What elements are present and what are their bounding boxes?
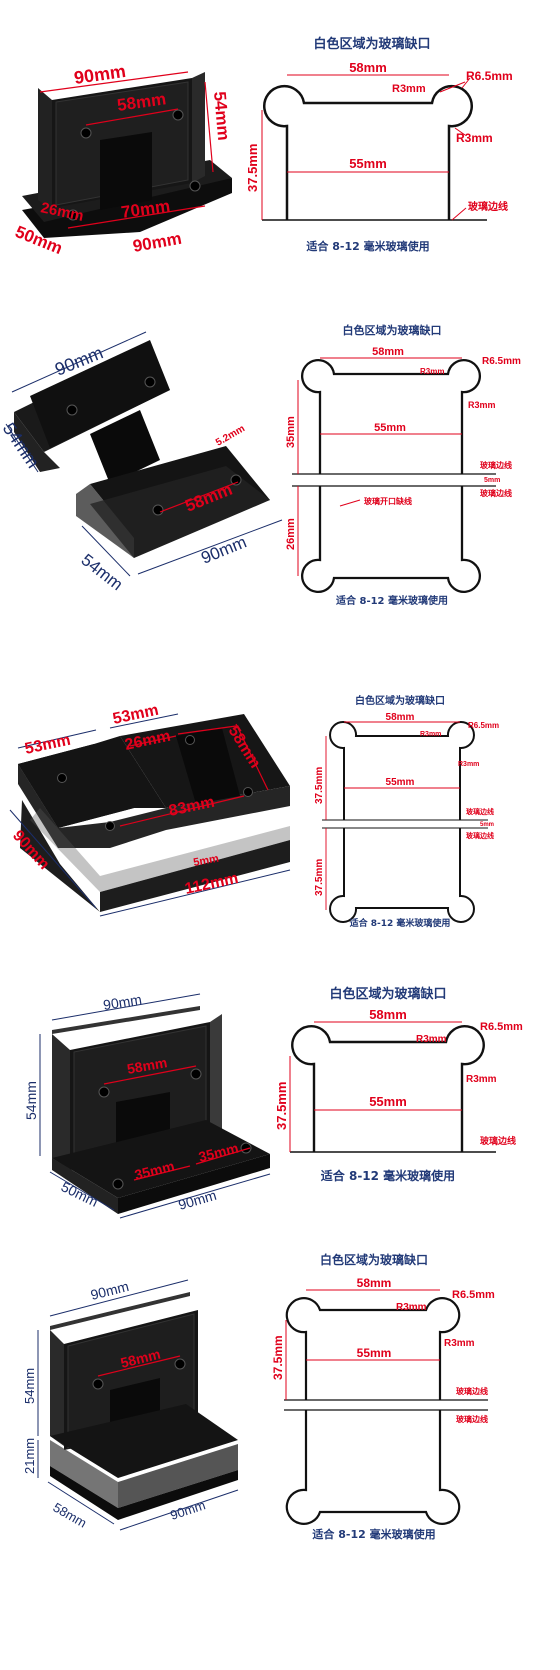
dim-58mm: 58mm — [369, 1007, 407, 1022]
glass-edge-label-2: 玻璃边线 — [480, 488, 512, 498]
panel-3-svg: 53mm 53mm 26mm 58mm 83mm 90mm 5mm 112mm … — [9, 694, 499, 929]
label-90mm: 90mm — [73, 61, 127, 88]
label-53mm-b: 53mm — [111, 702, 160, 728]
diagram-title: 白色区域为玻璃缺口 — [343, 323, 442, 337]
cutout-diagram-3 — [322, 721, 488, 923]
label-5-2mm: 5.2mm — [214, 423, 247, 448]
hinge-product-2 — [14, 340, 270, 558]
dim-r3mm-a: R3mm — [420, 731, 441, 738]
label-54mm: 54mm — [23, 1081, 39, 1120]
dim-r3mm-a: R3mm — [392, 83, 426, 95]
dim-r3mm-b: R3mm — [466, 1074, 497, 1085]
dim-5mm: 5mm — [484, 477, 500, 484]
product-dimension-lines-2 — [5, 331, 283, 577]
dim-r3mm-a: R3mm — [420, 367, 444, 376]
label-54mm: 54mm — [210, 91, 233, 142]
red-lines-4 — [103, 1065, 251, 1181]
diagram-title: 白色区域为玻璃缺口 — [355, 694, 445, 707]
glass-edge-label-1: 玻璃边线 — [456, 1386, 488, 1396]
dim-r3mm-b: R3mm — [456, 131, 493, 145]
dim-r6-5mm: R6.5mm — [482, 356, 521, 367]
dim-r6-5mm: R6.5mm — [468, 721, 499, 730]
dim-5mm: 5mm — [480, 822, 494, 828]
glass-edge-label: 玻璃边线 — [468, 200, 508, 213]
panel-2-svg: 90mm 54mm 5.2mm 58mm 54mm 90mm 白色区域为玻璃缺口… — [0, 323, 521, 607]
panel-2: 90mm 54mm 5.2mm 58mm 54mm 90mm 白色区域为玻璃缺口… — [0, 300, 560, 640]
label-90mm-b: 90mm — [131, 229, 183, 256]
label-90mm: 90mm — [89, 1278, 131, 1303]
dim-55mm: 55mm — [357, 1346, 392, 1360]
dim-26mm: 26mm — [285, 518, 297, 550]
dim-r6-5mm: R6.5mm — [466, 69, 513, 83]
cutout-diagram-1 — [261, 74, 487, 221]
dim-55mm: 55mm — [369, 1094, 407, 1109]
dim-37-5mm: 37.5mm — [271, 1335, 285, 1380]
dim-37-5mm-b: 37.5mm — [314, 859, 325, 896]
diagram-title: 白色区域为玻璃缺口 — [313, 36, 430, 52]
glass-edge-label-1: 玻璃边线 — [466, 807, 494, 816]
label-58mm: 58mm — [126, 1054, 169, 1077]
red-line-58 — [159, 481, 239, 513]
diagram-footer: 适合 8-12 毫米玻璃使用 — [306, 239, 429, 253]
product-dimension-lines-5 — [37, 1279, 239, 1531]
hinge-product-4 — [52, 1006, 270, 1214]
label-54mm-b: 54mm — [78, 550, 127, 594]
product-dimension-lines-4 — [39, 993, 271, 1219]
hinge-product-3 — [18, 714, 290, 912]
dim-r3mm-b: R3mm — [458, 761, 479, 768]
dim-58mm: 58mm — [349, 60, 387, 75]
dim-37-5mm-a: 37.5mm — [314, 767, 325, 804]
label-90mm-b: 90mm — [198, 532, 249, 567]
product-dimension-lines — [39, 71, 214, 229]
dim-58mm: 58mm — [372, 346, 404, 358]
dim-r3mm-b: R3mm — [444, 1338, 475, 1349]
dim-58mm: 58mm — [357, 1276, 392, 1290]
red-lines-3 — [119, 723, 269, 827]
glass-edge-label-2: 玻璃边线 — [456, 1414, 488, 1424]
cutout-diagram-2 — [292, 357, 496, 594]
dim-r3mm-a: R3mm — [396, 1302, 427, 1313]
diagram-title: 白色区域为玻璃缺口 — [320, 1252, 428, 1267]
dim-r6-5mm: R6.5mm — [452, 1289, 495, 1301]
dim-37-5mm: 37.5mm — [274, 1082, 289, 1130]
dim-35mm: 35mm — [285, 416, 297, 448]
product-dimension-lines-3 — [9, 713, 291, 917]
label-5mm: 5mm — [192, 853, 220, 869]
panel-5: 90mm 58mm 54mm 21mm 58mm 90mm 白色区域为玻璃缺口 … — [0, 1240, 560, 1670]
panel-5-svg: 90mm 58mm 54mm 21mm 58mm 90mm 白色区域为玻璃缺口 … — [22, 1252, 495, 1541]
glass-cut-label: 玻璃开口缺线 — [364, 496, 412, 506]
panel-3: 53mm 53mm 26mm 58mm 83mm 90mm 5mm 112mm … — [0, 640, 560, 970]
panel-4-svg: 90mm 58mm 54mm 35mm 35mm 50mm 90mm 白色区域为… — [23, 986, 523, 1219]
dim-55mm: 55mm — [386, 777, 415, 788]
glass-edge-label: 玻璃边线 — [480, 1135, 516, 1146]
dim-37-5mm: 37.5mm — [245, 144, 260, 192]
dim-58mm: 58mm — [386, 712, 415, 723]
dim-r3mm-a: R3mm — [416, 1034, 447, 1045]
diagram-footer: 适合 8-12 毫米玻璃使用 — [321, 1168, 455, 1183]
label-90mm: 90mm — [102, 991, 143, 1013]
panel-1-svg: 90mm 58mm 54mm 26mm 70mm 50mm 90mm 白色区域为… — [13, 36, 513, 258]
cutout-diagram-5 — [284, 1289, 488, 1525]
diagram-footer: 适合 8-12 毫米玻璃使用 — [336, 594, 448, 607]
diagram-title: 白色区域为玻璃缺口 — [329, 986, 446, 1002]
panel-1: 90mm 58mm 54mm 26mm 70mm 50mm 90mm 白色区域为… — [0, 0, 560, 300]
diagram-footer: 适合 8-12 毫米玻璃使用 — [350, 917, 451, 929]
glass-edge-label-1: 玻璃边线 — [480, 460, 512, 470]
dim-55mm: 55mm — [349, 156, 387, 171]
dim-r6-5mm: R6.5mm — [480, 1021, 523, 1033]
dim-55mm: 55mm — [374, 422, 406, 434]
dim-r3mm-b: R3mm — [468, 400, 496, 410]
panel-4: 90mm 58mm 54mm 35mm 35mm 50mm 90mm 白色区域为… — [0, 970, 560, 1300]
red-line-58 — [97, 1355, 181, 1377]
label-54mm: 54mm — [22, 1368, 37, 1404]
glass-edge-label-2: 玻璃边线 — [466, 831, 494, 840]
cutout-diagram-4 — [289, 1021, 496, 1153]
hinge-product-5 — [50, 1292, 238, 1520]
diagram-footer: 适合 8-12 毫米玻璃使用 — [312, 1527, 435, 1541]
label-21mm: 21mm — [22, 1438, 37, 1474]
